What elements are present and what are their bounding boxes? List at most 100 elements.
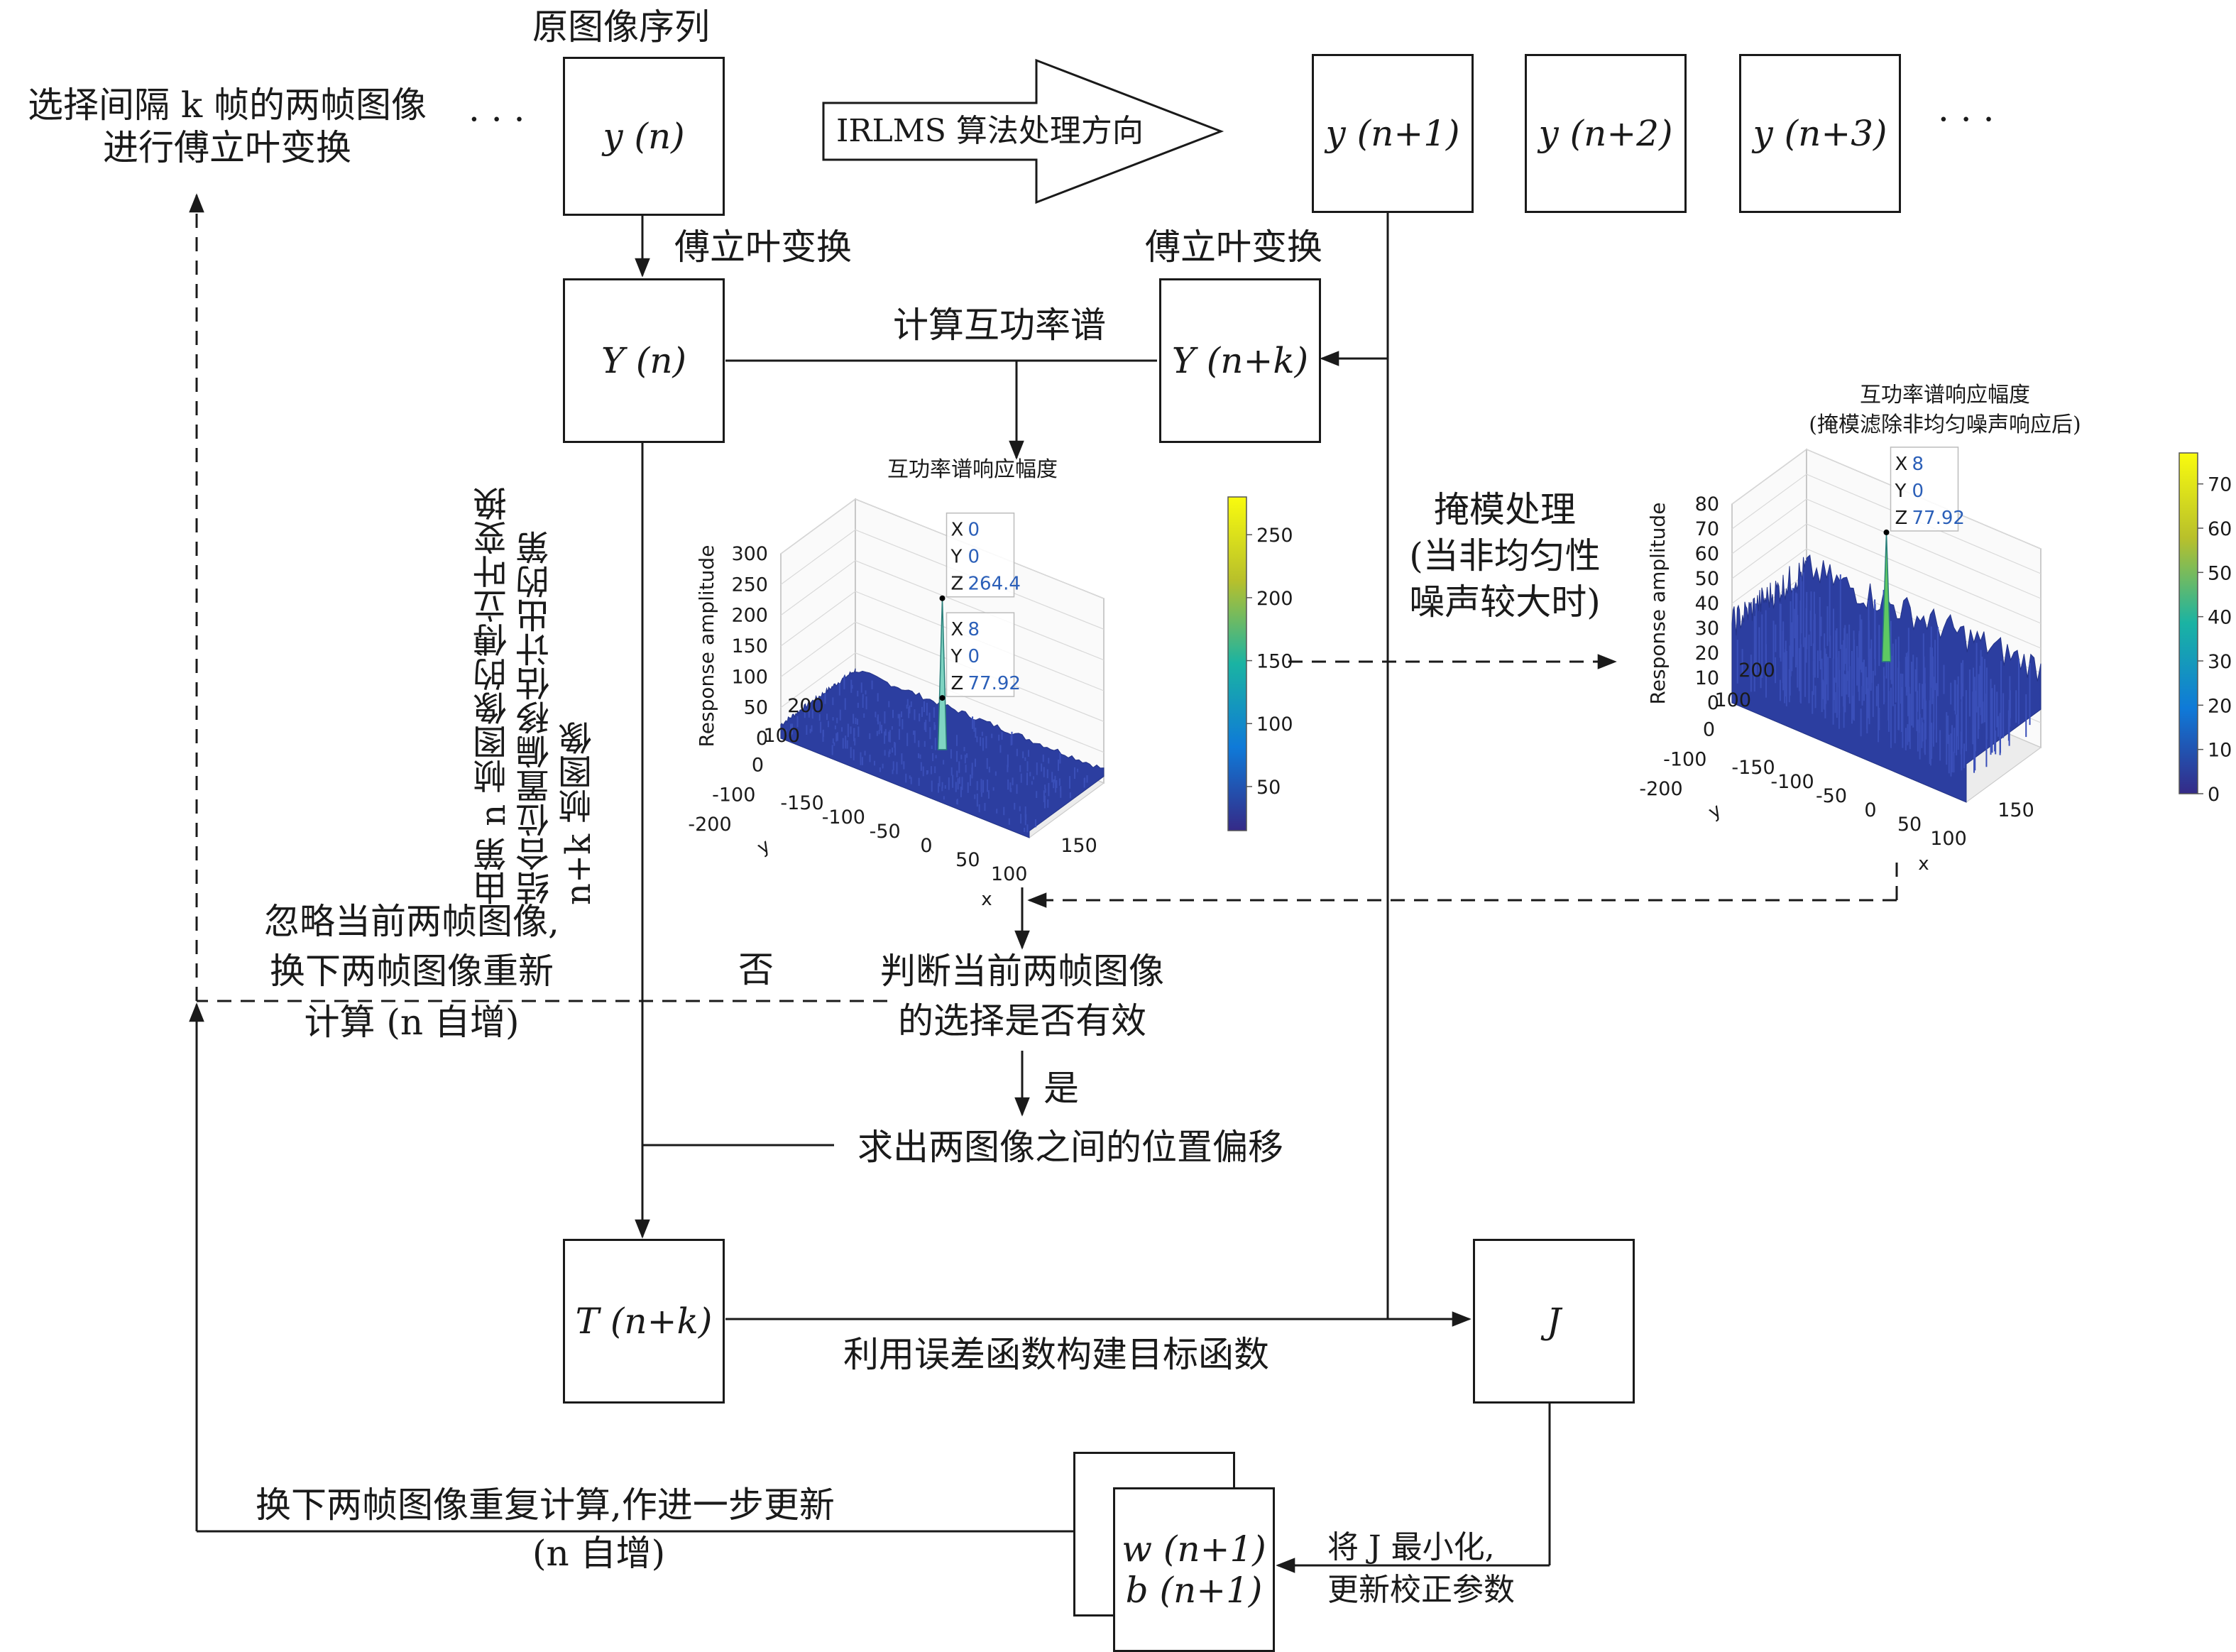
colorbar <box>1227 496 1247 831</box>
x-axis-label: x <box>981 889 992 910</box>
response-peak <box>1881 532 1892 662</box>
surface-noise <box>780 668 1105 838</box>
colorbar-tick-label: 60 <box>2208 518 2232 540</box>
objective-label: 利用误差函数构建目标函数 <box>843 1334 1269 1375</box>
datatip-value: 0 <box>968 520 980 541</box>
minimize-line2: 更新校正参数 <box>1327 1572 1515 1608</box>
z-tick-label: 250 <box>731 574 768 596</box>
b-label: b (n+1) <box>1125 1570 1263 1611</box>
x-axis-label: x <box>1918 853 1929 875</box>
x-tick-label: -150 <box>780 792 823 814</box>
ellipsis-left: · · · <box>468 99 525 140</box>
colorbar-tick-label: 70 <box>2208 474 2232 496</box>
x-tick-label: -100 <box>822 806 865 828</box>
offset-label: 求出两图像之间的位置偏移 <box>857 1127 1283 1168</box>
gridline <box>1731 449 2042 549</box>
datatip-value: 77.92 <box>968 673 1021 694</box>
ignore-line3: 计算 (n 自增) <box>304 1002 520 1043</box>
z-tick-label: 300 <box>731 543 768 565</box>
surface-noise <box>1731 554 2042 803</box>
chart2-title: 互功率谱响应幅度 <box>1860 383 2030 407</box>
box-Ynk: Y (n+k) <box>1159 278 1321 443</box>
y-tick-label: -100 <box>712 784 755 806</box>
datatip-key: X <box>1895 454 1908 475</box>
chart2-subtitle: (掩模滤除非均匀噪声响应后) <box>1809 412 2081 437</box>
colorbar-tick-label: 10 <box>2208 740 2232 762</box>
y-tick-label: 100 <box>763 725 800 747</box>
x-tick-label: 100 <box>1930 828 1967 850</box>
frame-yn2: y (n+2) <box>1525 54 1687 213</box>
datatip-key: Y <box>1895 481 1907 502</box>
mask-line1: 掩模处理 <box>1434 489 1576 530</box>
datatip-value: 8 <box>968 619 980 640</box>
colorbar-tick-label: 0 <box>2208 784 2220 806</box>
datatip-key: Y <box>950 547 963 568</box>
colorbar-tick-label: 50 <box>1256 777 1281 799</box>
y-tick-label: 0 <box>752 755 764 777</box>
repeat-line2: (n 自增) <box>532 1533 666 1574</box>
z-tick-label: 70 <box>1695 518 1719 540</box>
select-note-line1: 选择间隔 k 帧的两帧图像 <box>27 84 427 126</box>
y-axis-label: y <box>1705 799 1725 824</box>
z-tick-label: 20 <box>1695 642 1719 664</box>
z-tick-label: 0 <box>1707 692 1719 714</box>
ignore-line1: 忽略当前两帧图像, <box>264 901 559 942</box>
vertical-estimate-note: 由第 n 帧图像的傅立叶变换结合位置偏移估计出的第 n+k 帧图像 <box>473 486 598 905</box>
datatip-key: X <box>951 619 964 640</box>
z-axis-label: Response amplitude <box>1646 503 1670 705</box>
z-tick-label: 150 <box>731 635 768 657</box>
x-tick-label: 50 <box>955 849 980 871</box>
datatip-key: Z <box>951 574 964 595</box>
cross-power-label: 计算互功率谱 <box>893 305 1106 346</box>
gridline <box>1731 474 2042 574</box>
gridline <box>1731 498 2042 599</box>
datatip-value: 0 <box>1912 481 1924 502</box>
select-note-line2: 进行傅立叶变换 <box>103 127 351 168</box>
datatip-value: 264.4 <box>968 574 1021 595</box>
gridline <box>1731 548 2042 649</box>
y-tick-label: 200 <box>787 695 824 717</box>
w-label: w (n+1) <box>1122 1528 1266 1570</box>
colorbar-tick-label: 50 <box>2208 562 2232 584</box>
chart1-title: 互功率谱响应幅度 <box>887 457 1058 482</box>
datatip-key: Z <box>1895 508 1908 529</box>
no-label: 否 <box>738 949 774 990</box>
x-tick-label: 150 <box>1061 835 1097 857</box>
z-tick-label: 50 <box>1695 568 1719 590</box>
mask-line3: 噪声较大时) <box>1409 581 1601 623</box>
datatip-value: 0 <box>968 646 980 667</box>
frame-yn3: y (n+3) <box>1739 54 1901 213</box>
colorbar-tick-label: 20 <box>2208 695 2232 717</box>
gridline <box>780 529 1105 630</box>
z-tick-label: 60 <box>1695 543 1719 565</box>
colorbar <box>2179 452 2198 794</box>
box-J: J <box>1473 1239 1635 1404</box>
z-tick-label: 50 <box>744 697 768 719</box>
z-tick-label: 80 <box>1695 493 1719 515</box>
colorbar-tick-label: 150 <box>1256 651 1293 673</box>
frame-yn1: y (n+1) <box>1312 54 1474 213</box>
datatip-box <box>1890 447 1959 532</box>
fft-label-right: 傅立叶变换 <box>1145 226 1322 268</box>
box-Yn: Y (n) <box>563 278 725 443</box>
datatip-box <box>946 612 1015 697</box>
repeat-line1: 换下两帧图像重复计算,作进一步更新 <box>256 1484 835 1526</box>
box-T: T (n+k) <box>563 1239 725 1404</box>
datatip-value: 8 <box>1912 454 1924 475</box>
box-wb-front: w (n+1) b (n+1) <box>1113 1487 1275 1652</box>
minimize-line1: 将 J 最小化, <box>1327 1529 1495 1565</box>
yes-label: 是 <box>1043 1068 1079 1109</box>
datatip-value: 77.92 <box>1912 508 1965 529</box>
peak-marker <box>1883 529 1890 535</box>
ignore-line2: 换下两帧图像重新 <box>270 951 554 992</box>
x-tick-label: -50 <box>870 821 901 843</box>
z-axis-label: Response amplitude <box>695 545 718 748</box>
fft-label-left: 傅立叶变换 <box>674 226 852 268</box>
colorbar-tick-label: 40 <box>2208 607 2232 629</box>
colorbar-tick-label: 100 <box>1256 713 1293 735</box>
x-tick-label: 50 <box>1897 814 1922 836</box>
z-tick-label: 40 <box>1695 593 1719 615</box>
